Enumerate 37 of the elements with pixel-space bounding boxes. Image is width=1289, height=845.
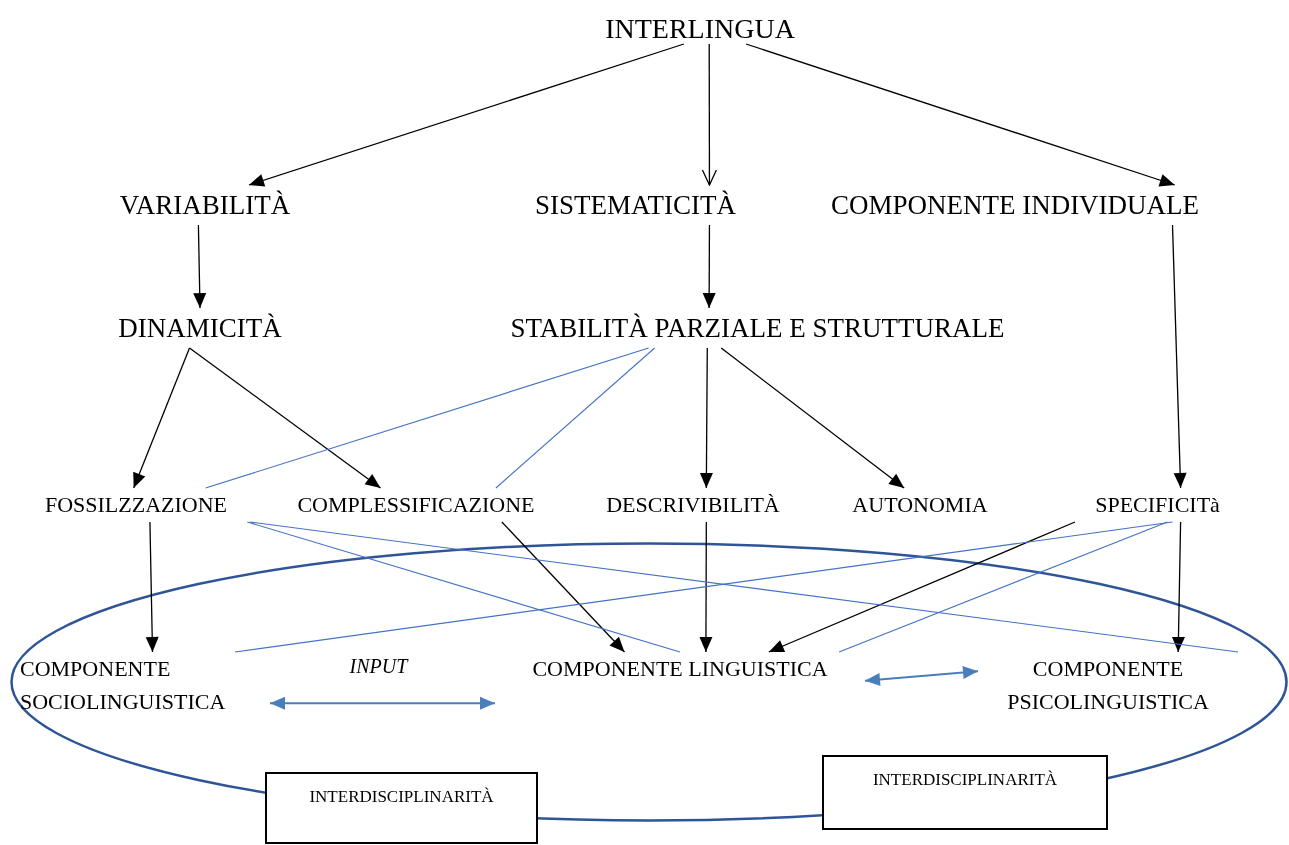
arrow	[133, 347, 191, 489]
arrow	[501, 521, 626, 653]
concept-label: AUTONOMIA	[832, 488, 1008, 522]
arrow	[248, 43, 685, 187]
connector-line	[205, 347, 650, 489]
text-box: INTERDISCIPLINARITÀ	[265, 772, 538, 844]
double-arrow	[864, 666, 979, 686]
concept-label: COMPONENTE PSICOLINGUISTICA	[978, 652, 1238, 716]
concept-label: VARIABILITÀ	[95, 185, 315, 225]
concept-label: COMPLESSIFICAZIONE	[268, 488, 564, 522]
arrow	[188, 347, 382, 489]
concept-label: SISTEMATICITÀ	[508, 185, 763, 225]
concept-label: COMPONENTE INDIVIDUALE	[790, 185, 1240, 225]
text-box: INTERDISCIPLINARITÀ	[822, 755, 1108, 830]
arrow	[699, 347, 713, 489]
arrow	[745, 43, 1176, 187]
arrow	[768, 521, 1076, 653]
arrow	[702, 224, 716, 309]
arrow	[701, 43, 718, 186]
concept-label: COMPONENTE LINGUISTICA	[495, 652, 865, 716]
concept-label: INTERLINGUA	[585, 8, 815, 44]
concept-label: DINAMICITÀ	[95, 308, 305, 348]
arrow	[1171, 224, 1187, 489]
arrow	[720, 347, 905, 489]
concept-label: DESCRIVIBILITÀ	[582, 488, 804, 522]
connector-line	[246, 521, 681, 653]
connector-line	[838, 521, 1168, 653]
arrow	[1172, 521, 1185, 653]
arrow	[145, 521, 159, 653]
connector-line	[495, 347, 656, 489]
concept-label: COMPONENTE SOCIOLINGUISTICA	[20, 652, 270, 716]
double-arrow	[269, 696, 496, 710]
arrow	[699, 521, 713, 653]
arrow	[193, 224, 207, 309]
concept-label: FOSSILZZAZIONE	[20, 488, 252, 522]
concept-label: STABILITÀ PARZIALE E STRUTTURALE	[455, 308, 1060, 348]
concept-label: SPECIFICITà	[1075, 488, 1240, 522]
